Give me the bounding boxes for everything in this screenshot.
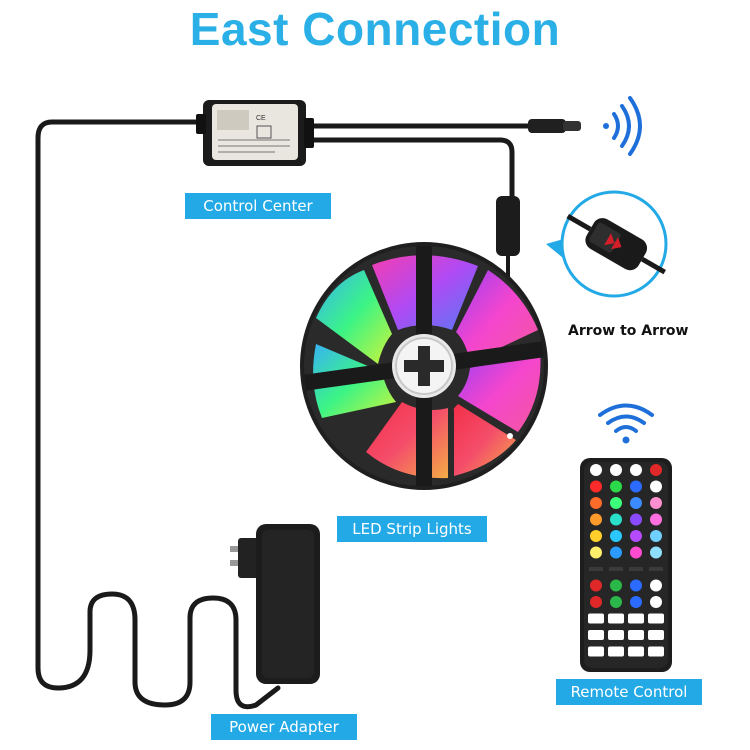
remote-button [648,630,664,640]
remote-button [628,646,644,657]
remote-button [590,464,602,476]
remote-button [630,596,642,608]
remote-button [630,546,642,559]
wifi-remote-icon [598,403,654,444]
remote-button [610,546,622,559]
remote-button [650,480,662,493]
remote-button [650,464,662,476]
label-led-strip: LED Strip Lights [337,516,487,542]
remote-button [608,646,624,657]
remote-button [650,497,662,509]
remote-button [650,513,662,526]
arrow-connector-zoom [546,190,668,298]
remote-button [630,480,642,493]
control-center-box: CE [196,100,314,166]
remote-button [610,579,622,592]
remote-button [609,567,623,571]
remote-button [590,546,602,559]
ir-receiver [528,119,581,133]
remote-button [629,567,643,571]
remote-button [590,513,602,526]
remote-button [608,613,624,624]
label-remote-control: Remote Control [556,679,702,705]
remote-button [610,480,622,493]
remote-button [590,497,602,509]
remote-button [610,464,622,476]
remote-button [628,630,644,640]
remote-button [650,530,662,542]
remote-button [610,596,622,608]
ferrite-bead [496,196,520,256]
remote-button [630,464,642,476]
power-adapter [230,524,320,684]
remote-button [648,613,664,624]
cables [35,119,533,710]
label-arrow-to-arrow: Arrow to Arrow [568,323,689,339]
led-strip-reel [300,242,548,490]
remote-control [580,458,672,672]
remote-button [630,530,642,542]
label-control-center: Control Center [185,193,331,219]
remote-button [610,530,622,542]
remote-button [630,579,642,592]
remote-button [588,646,604,657]
remote-button [588,630,604,640]
remote-button [650,596,662,608]
remote-button [608,630,624,640]
page-title: East Connection [189,3,561,55]
remote-button [630,513,642,526]
remote-button [588,613,604,624]
svg-text:CE: CE [256,115,266,122]
label-power-adapter: Power Adapter [211,714,357,740]
remote-button [610,513,622,526]
remote-button [589,567,603,571]
remote-button [610,497,622,509]
remote-button [590,480,602,493]
remote-button [628,613,644,624]
remote-button [650,546,662,559]
remote-button [649,567,663,571]
remote-button [590,579,602,592]
remote-button [590,530,602,542]
wifi-signal-icon [603,96,642,156]
remote-button [650,579,662,592]
remote-button [648,646,664,657]
remote-button [630,497,642,509]
remote-button [590,596,602,608]
